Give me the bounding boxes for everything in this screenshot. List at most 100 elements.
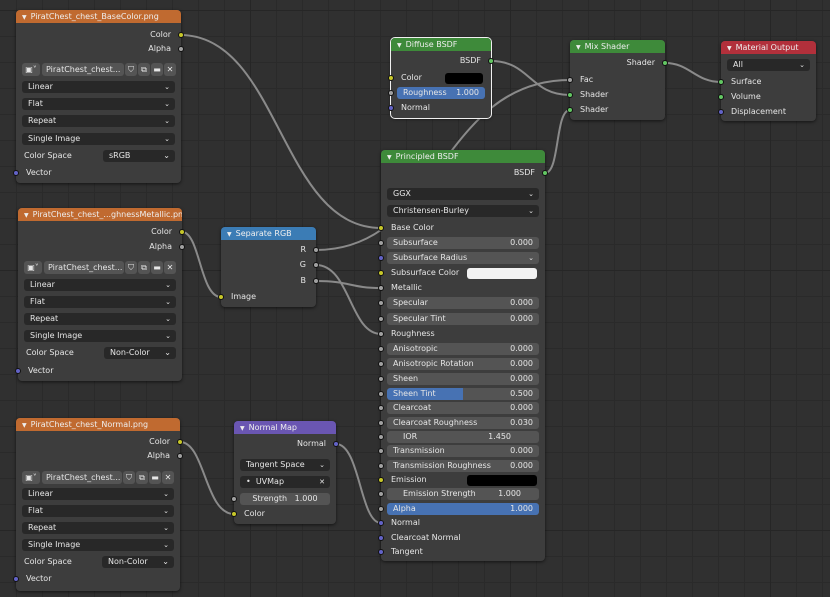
extension-dropdown[interactable]: Repeat⌄ [24,313,176,325]
socket-image-in[interactable] [218,294,224,300]
node-header[interactable]: ▼Principled BSDF [381,150,545,163]
socket-normal-out[interactable] [333,441,339,447]
separate-rgb-node[interactable]: ▼Separate RGB R G B Image [218,227,319,307]
color-swatch[interactable] [445,73,483,84]
socket-r-out[interactable] [313,247,319,253]
interpolation-dropdown[interactable]: Linear⌄ [22,81,175,93]
socket-normal-in[interactable] [378,520,384,526]
socket-in[interactable] [378,346,384,352]
shield-icon[interactable]: ⛉ [123,471,135,484]
socket-in[interactable] [378,300,384,306]
node-header[interactable]: ▼Normal Map [234,421,336,434]
duplicate-icon[interactable]: ⧉ [138,63,150,76]
socket-in[interactable] [378,463,384,469]
socket-in[interactable] [378,376,384,382]
collapse-triangle-icon[interactable]: ▼ [397,42,402,49]
collapse-triangle-icon[interactable]: ▼ [22,422,27,429]
socket-in[interactable] [378,361,384,367]
collapse-triangle-icon[interactable]: ▼ [240,425,245,432]
socket-color-in[interactable] [231,511,237,517]
image-browse-icon[interactable]: ▣˅ [24,261,42,274]
image-texture-node-basecolor[interactable]: ▼PiratChest_chest_BaseColor.png Color Al… [13,10,184,183]
socket-shader1-in[interactable] [567,92,573,98]
duplicate-icon[interactable]: ⧉ [136,471,148,484]
node-header[interactable]: ▼Mix Shader [570,40,665,53]
socket-alpha-out[interactable] [179,244,185,250]
collapse-triangle-icon[interactable]: ▼ [727,45,732,52]
socket-in[interactable] [378,270,384,276]
node-header[interactable]: ▼Material Output [721,41,816,54]
socket-in[interactable] [378,420,384,426]
socket-g-out[interactable] [313,262,319,268]
source-dropdown[interactable]: Single Image⌄ [22,539,174,551]
socket-vector-in[interactable] [13,170,19,176]
subsurface-radius-dropdown[interactable]: Subsurface Radius⌄ [387,252,539,264]
socket-roughness-in[interactable] [378,331,384,337]
interpolation-dropdown[interactable]: Linear⌄ [22,488,174,500]
socket-color-out[interactable] [177,439,183,445]
socket-bsdf-out[interactable] [488,58,494,64]
node-header[interactable]: ▼PiratChest_chest_...ghnessMetallic.png [18,208,182,221]
source-dropdown[interactable]: Single Image⌄ [24,330,176,342]
source-dropdown[interactable]: Single Image⌄ [22,133,175,145]
space-dropdown[interactable]: Tangent Space⌄ [240,459,330,471]
distribution-dropdown[interactable]: GGX⌄ [387,188,539,200]
folder-icon[interactable]: ▬ [149,471,161,484]
socket-in[interactable] [378,434,384,440]
image-name-field[interactable]: PiratChest_chest... [42,63,124,76]
image-texture-node-normal[interactable]: ▼PiratChest_chest_Normal.png Color Alpha… [13,418,183,591]
socket-metallic-in[interactable] [378,285,384,291]
socket-in[interactable] [378,477,384,483]
normal-map-node[interactable]: ▼Normal Map Normal Tangent Space⌄ • UVMa… [231,421,339,524]
socket-in[interactable] [378,549,384,555]
socket-in[interactable] [378,535,384,541]
colorspace-dropdown[interactable]: sRGB⌄ [103,150,175,162]
uvmap-field[interactable]: • UVMap✕ [240,476,330,488]
image-browse-icon[interactable]: ▣˅ [22,63,40,76]
socket-in[interactable] [378,240,384,246]
socket-strength-in[interactable] [231,496,237,502]
shield-icon[interactable]: ⛉ [125,261,137,274]
material-output-node[interactable]: ▼Material Output All⌄ Surface Volume Dis… [718,41,816,121]
node-header[interactable]: ▼PiratChest_chest_BaseColor.png [16,10,181,23]
socket-in[interactable] [378,405,384,411]
socket-in[interactable] [378,255,384,261]
image-browse-icon[interactable]: ▣˅ [22,471,40,484]
socket-color-in[interactable] [388,75,394,81]
socket-normal-in[interactable] [388,105,394,111]
target-dropdown[interactable]: All⌄ [727,59,810,71]
socket-bsdf-out[interactable] [542,170,548,176]
socket-in[interactable] [378,491,384,497]
socket-shader-out[interactable] [662,60,668,66]
socket-displacement-in[interactable] [718,109,724,115]
colorspace-dropdown[interactable]: Non-Color⌄ [102,556,174,568]
projection-dropdown[interactable]: Flat⌄ [22,505,174,517]
socket-alpha-out[interactable] [178,46,184,52]
collapse-triangle-icon[interactable]: ▼ [24,212,29,219]
emission-color-swatch[interactable] [467,475,537,486]
subsurface-color-swatch[interactable] [467,268,537,279]
node-header[interactable]: ▼PiratChest_chest_Normal.png [16,418,180,431]
folder-icon[interactable]: ▬ [151,63,163,76]
socket-in[interactable] [378,448,384,454]
socket-in[interactable] [378,391,384,397]
node-header[interactable]: ▼Separate RGB [221,227,316,240]
close-icon[interactable]: ✕ [162,471,174,484]
socket-in[interactable] [378,506,384,512]
socket-b-out[interactable] [313,278,319,284]
socket-color-out[interactable] [179,229,185,235]
close-icon[interactable]: ✕ [164,261,176,274]
